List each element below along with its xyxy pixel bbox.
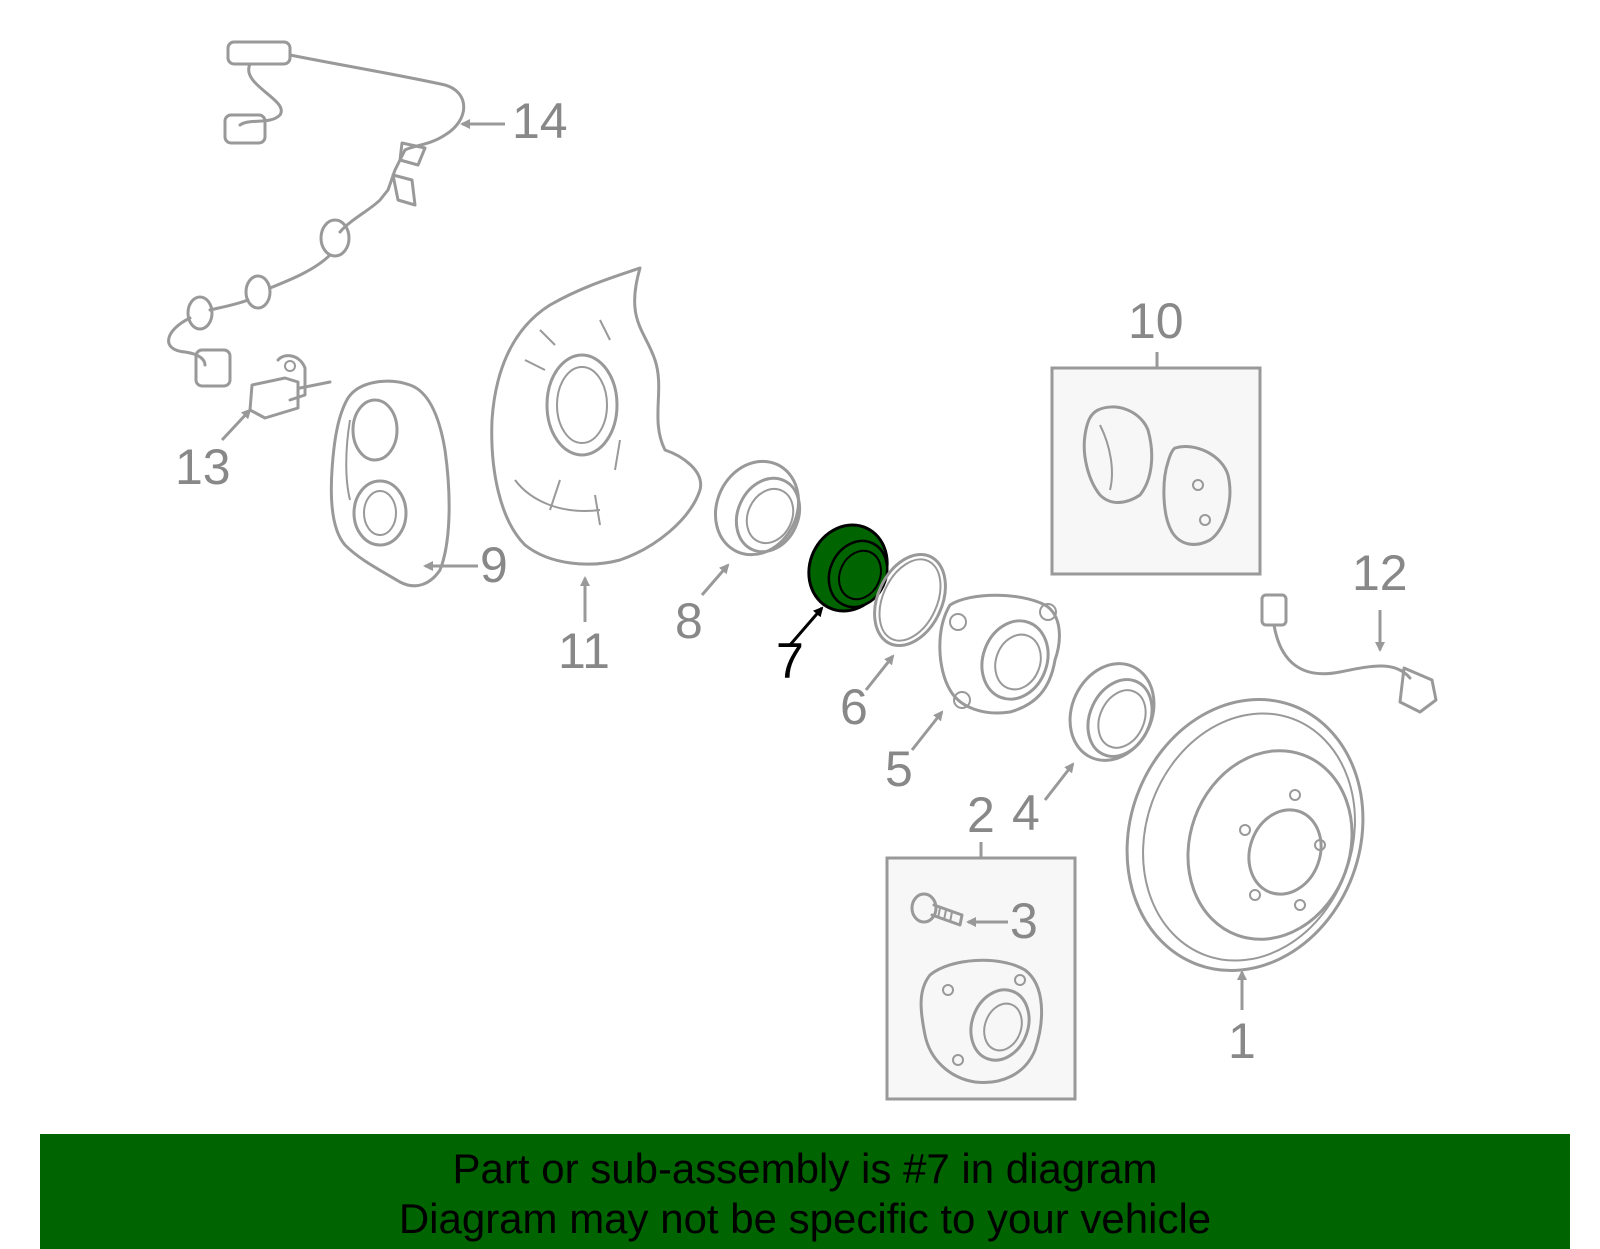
part-5-steering-knuckle[interactable]: [938, 593, 1061, 715]
callout-2: 2: [967, 787, 995, 843]
part-8-bearing[interactable]: [700, 448, 813, 569]
banner-line-disclaimer: Diagram may not be specific to your vehi…: [398, 1195, 1212, 1242]
part-11-dust-shield[interactable]: [490, 266, 703, 566]
banner-line-part: Part or sub-assembly is #7 in diagram: [452, 1145, 1158, 1192]
callout-5: 5: [885, 741, 913, 797]
callout-1: 1: [1228, 1013, 1256, 1069]
callout-11: 11: [558, 623, 610, 679]
part-2-hub-assembly[interactable]: [919, 958, 1044, 1085]
callout-4: 4: [1012, 785, 1040, 841]
leader-7: [788, 606, 824, 646]
part-9-brake-caliper[interactable]: [329, 379, 451, 588]
callout-10: 10: [1128, 293, 1184, 349]
callout-3: 3: [1010, 893, 1038, 949]
part-14-abs-sensor-wire[interactable]: [167, 40, 466, 388]
part-6-o-ring[interactable]: [861, 543, 960, 657]
part-4-bearing[interactable]: [1055, 650, 1170, 774]
part-3-hub-bolt[interactable]: [910, 892, 964, 927]
leader-8: [700, 563, 730, 596]
part-10-pad-kit-box[interactable]: [1050, 366, 1262, 576]
part-1-brake-rotor[interactable]: [1090, 666, 1401, 1004]
leader-5: [910, 710, 944, 751]
part-13-speed-sensor[interactable]: [248, 354, 332, 420]
part-2-hub-kit-box[interactable]: [885, 856, 1077, 1101]
leader-6: [864, 654, 895, 691]
part-12-brake-hose[interactable]: [1260, 593, 1438, 714]
info-banner: Part or sub-assembly is #7 in diagram Di…: [40, 1134, 1570, 1249]
callout-12: 12: [1352, 545, 1408, 601]
callout-7: 7: [776, 633, 804, 689]
callout-14: 14: [512, 93, 568, 149]
callout-13: 13: [175, 439, 231, 495]
callout-9: 9: [480, 537, 508, 593]
part-10-brake-pads[interactable]: [1082, 405, 1232, 546]
part-7-oil-seal-highlighted[interactable]: [795, 512, 901, 624]
leader-4: [1043, 762, 1075, 801]
callout-6: 6: [840, 679, 868, 735]
leader-13: [220, 408, 252, 442]
callout-8: 8: [675, 593, 703, 649]
